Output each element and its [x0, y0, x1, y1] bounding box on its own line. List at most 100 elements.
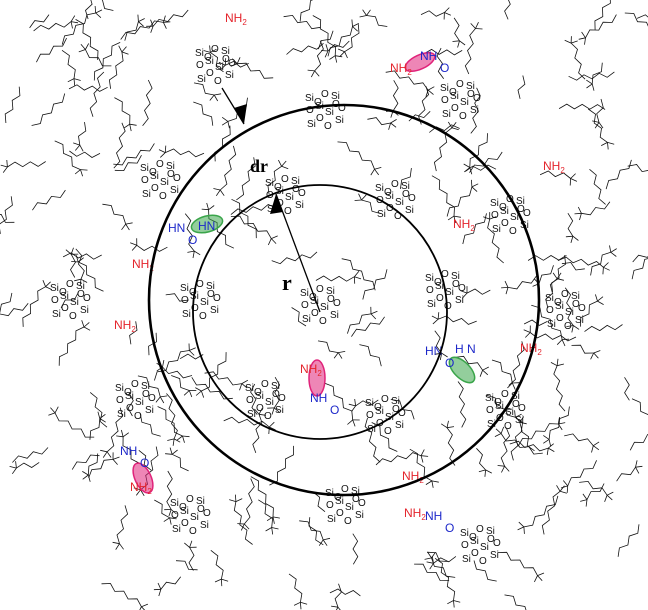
silicon-atom: Si	[325, 107, 334, 118]
tert-butyl-branch	[440, 423, 448, 429]
amine-group-label: NH2	[130, 480, 152, 496]
alkyl-chain	[201, 352, 227, 392]
tert-butyl-branch	[162, 360, 165, 368]
alkyl-chain	[500, 433, 543, 455]
silicon-atom: Si	[210, 305, 219, 316]
tert-butyl-branch	[254, 408, 260, 415]
silicon-atom: Si	[215, 62, 224, 73]
inner-shell-circle	[192, 184, 448, 440]
tert-butyl-branch	[548, 447, 555, 452]
tert-butyl-branch	[99, 413, 106, 419]
alkyl-chain	[162, 366, 193, 379]
alkyl-chain	[0, 302, 29, 317]
tert-butyl-branch	[537, 575, 543, 581]
silicon-atom: Si	[335, 115, 344, 126]
alkyl-chain	[139, 413, 161, 437]
alkyl-chain	[233, 501, 253, 545]
tert-butyl-branch	[590, 352, 595, 360]
silicon-atom: Si	[470, 105, 479, 116]
tert-butyl-branch	[73, 142, 80, 146]
alkyl-chain	[106, 407, 123, 453]
reaction-highlight-ellipse	[448, 356, 476, 384]
oxygen-atom: O	[486, 405, 494, 416]
tert-butyl-branch	[187, 250, 195, 253]
oxygen-atom: O	[211, 44, 219, 55]
alkyl-chain	[312, 491, 326, 513]
tert-butyl-branch	[574, 212, 582, 215]
tert-butyl-branch	[325, 44, 329, 52]
tert-butyl-branch	[610, 248, 617, 253]
tert-butyl-branch	[265, 527, 272, 532]
silicon-atom: Si	[247, 409, 256, 420]
alkyl-chain	[88, 459, 114, 479]
tert-butyl-branch	[557, 417, 560, 425]
tert-butyl-branch	[163, 22, 167, 29]
silicon-atom: Si	[291, 176, 300, 187]
tert-butyl-branch	[505, 287, 509, 295]
tert-butyl-branch	[116, 435, 124, 438]
silicon-atom: Si	[115, 383, 124, 394]
tert-butyl-branch	[453, 215, 461, 218]
oxygen-atom: O	[499, 202, 507, 213]
tert-butyl-branch	[163, 15, 166, 23]
oxygen-atom: O	[449, 87, 457, 98]
alkyl-chain	[523, 495, 559, 528]
oxygen-atom: O	[167, 169, 175, 180]
tert-butyl-branch	[447, 215, 455, 221]
silicon-atom: Si	[460, 528, 469, 539]
silicon-atom: Si	[307, 119, 316, 130]
tert-butyl-branch	[420, 455, 424, 463]
alkyl-chain	[344, 24, 360, 53]
tert-butyl-branch	[170, 509, 177, 515]
tert-butyl-branch	[508, 415, 516, 418]
tert-butyl-branch	[189, 350, 195, 356]
tert-butyl-branch	[214, 93, 222, 96]
oxygen-atom: O	[341, 484, 349, 495]
tert-butyl-branch	[550, 362, 558, 367]
alkyl-chain	[291, 307, 307, 327]
alkyl-chain	[299, 520, 324, 541]
tert-butyl-branch	[591, 445, 594, 453]
oxygen-atom: O	[126, 403, 134, 414]
alkyl-chain	[487, 219, 504, 264]
alkyl-chain	[188, 547, 195, 571]
tert-butyl-branch	[331, 605, 339, 608]
alkyl-chain	[166, 393, 178, 440]
oxygen-atom: O	[374, 402, 382, 413]
alkyl-chain	[517, 423, 559, 447]
tert-butyl-branch	[497, 465, 505, 467]
alkyl-chain	[617, 524, 640, 557]
alkyl-chain	[154, 350, 190, 381]
tert-butyl-branch	[352, 419, 356, 427]
alkyl-chain	[283, 14, 321, 30]
alkyl-chain	[486, 394, 506, 410]
tert-butyl-branch	[504, 465, 510, 472]
alkyl-chain	[273, 377, 281, 409]
silicon-atom: Si	[495, 401, 504, 412]
silicon-atom: Si	[205, 56, 214, 67]
amine-group-label: NH2	[390, 61, 412, 77]
tert-butyl-branch	[370, 310, 378, 315]
oxygen-atom: O	[316, 113, 324, 124]
tert-butyl-branch	[50, 407, 56, 414]
oxygen-atom: O	[494, 397, 502, 408]
tert-butyl-branch	[138, 21, 144, 27]
tert-butyl-branch	[519, 421, 527, 425]
oxygen-atom: O	[518, 403, 526, 414]
oxygen-atom: O	[459, 111, 467, 122]
tert-butyl-branch	[471, 183, 479, 188]
tert-butyl-branch	[351, 405, 356, 412]
tert-butyl-branch	[189, 347, 196, 351]
tert-butyl-branch	[515, 416, 521, 423]
silicon-atom: Si	[170, 498, 179, 509]
tert-butyl-branch	[546, 448, 549, 456]
alkyl-chain	[317, 340, 339, 353]
tert-butyl-branch	[83, 326, 91, 331]
alkyl-chain	[0, 292, 13, 314]
tert-butyl-branch	[439, 353, 443, 361]
tert-butyl-branch	[80, 169, 88, 171]
